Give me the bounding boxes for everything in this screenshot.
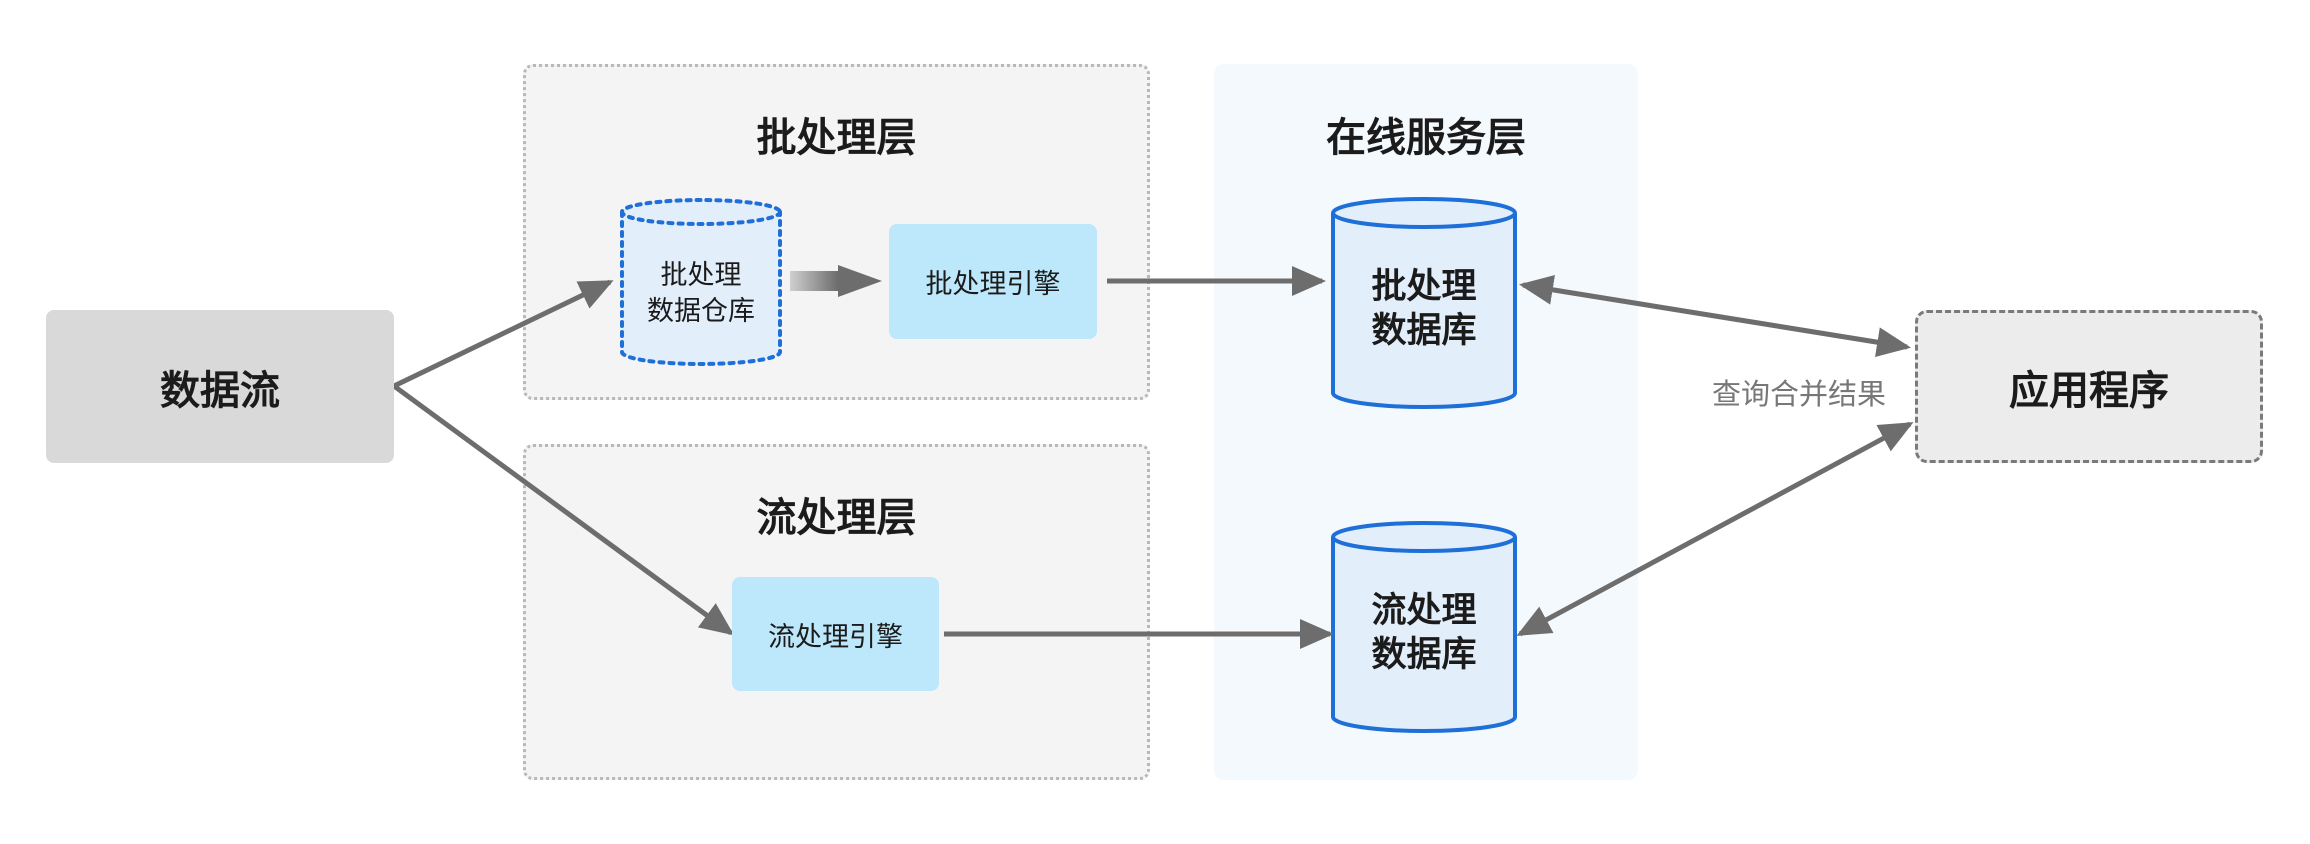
merge-results-label: 查询合并结果 xyxy=(1712,377,1887,411)
batch-db-label-line1: 批处理 xyxy=(1371,267,1477,307)
arrow-stream-db-app-bidirectional xyxy=(1516,421,1914,637)
stream-db-label: 流处理 数据库 xyxy=(1333,590,1515,678)
data-stream-source: 数据流 xyxy=(46,310,394,463)
arrow-batch-db-app-bidirectional xyxy=(1519,274,1911,358)
stream-db-label-line1: 流处理 xyxy=(1371,591,1477,631)
stream-engine: 流处理引擎 xyxy=(732,577,939,691)
batch-engine: 批处理引擎 xyxy=(889,224,1097,339)
batch-db-cylinder xyxy=(1331,197,1517,409)
application-box: 应用程序 xyxy=(1915,310,2263,463)
stream-db-cylinder xyxy=(1331,521,1517,733)
stream-db-label-line2: 数据库 xyxy=(1371,634,1477,675)
batch-db-label: 批处理 数据库 xyxy=(1333,266,1515,354)
arrow-source-to-warehouse xyxy=(392,279,614,389)
batch-warehouse-label: 批处理 数据仓库 xyxy=(622,258,780,331)
online-layer-title: 在线服务层 xyxy=(1326,115,1526,161)
batch-warehouse-label-line1: 批处理 xyxy=(660,260,742,291)
batch-db-label-line2: 数据库 xyxy=(1371,310,1477,351)
stream-layer-title: 流处理层 xyxy=(756,495,917,541)
arrow-source-to-stream-engine xyxy=(392,383,735,636)
batch-layer-title: 批处理层 xyxy=(756,115,917,161)
batch-warehouse-label-line2: 数据仓库 xyxy=(647,296,755,328)
batch-warehouse-cylinder xyxy=(620,198,782,366)
arrow-warehouse-to-batch-engine xyxy=(790,265,882,297)
